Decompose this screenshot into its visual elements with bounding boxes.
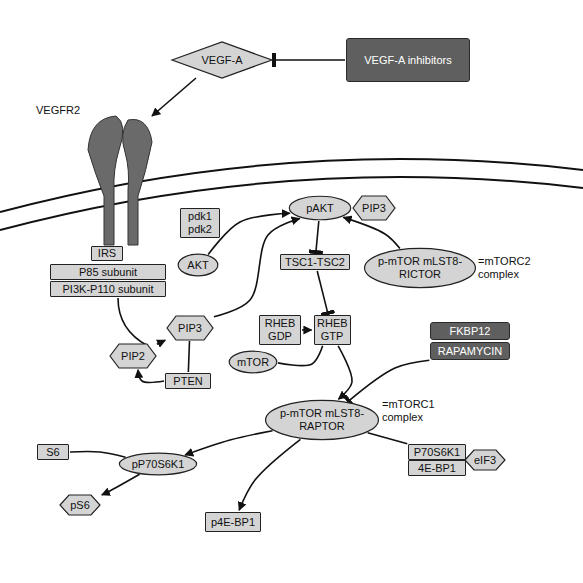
node-label: P70S6K1 xyxy=(414,446,460,459)
complex-ellipse: p-mTOR mLST8-RAPTOR xyxy=(265,400,379,440)
activation-connector xyxy=(368,433,408,444)
ellipse-outline xyxy=(119,453,196,475)
kinase-box: pdk1 pdk2 xyxy=(180,208,220,238)
inhibitor-box: VEGF-A inhibitors xyxy=(346,38,470,82)
node-label: PI3K-P110 subunit xyxy=(63,283,154,296)
activation-connector xyxy=(239,439,300,510)
node-label: pS6 xyxy=(70,499,90,512)
node-label: p-mTOR mLST8-RICTOR xyxy=(377,255,463,280)
activation-connector xyxy=(185,431,272,455)
activation-connector xyxy=(278,346,323,366)
drug-box: FKBP12 xyxy=(430,322,510,340)
gtpase-box: RHEB GDP xyxy=(259,315,301,345)
product-hexagon: pS6 xyxy=(60,495,100,515)
receptor-symbol xyxy=(88,116,123,245)
node-label: PTEN xyxy=(173,375,202,388)
phosphatase-box: PTEN xyxy=(165,373,211,389)
node-label: 4E-BP1 xyxy=(418,462,456,475)
node-label: VEGF-A inhibitors xyxy=(364,54,451,67)
hex-outline xyxy=(60,495,100,515)
node-label: S6 xyxy=(46,446,59,459)
node-label: pP70S6K1 xyxy=(132,458,185,471)
hex-outline xyxy=(110,344,156,368)
kinase-ellipse: mTOR xyxy=(229,351,277,373)
ellipse-outline xyxy=(365,248,476,287)
activation-connector xyxy=(343,217,400,248)
adaptor-box: IRS xyxy=(91,246,123,261)
lipid-hexagon: PIP2 xyxy=(110,344,156,368)
node-label: IRS xyxy=(98,247,116,260)
node-label: RHEB GTP xyxy=(317,317,347,342)
inhibition-connector xyxy=(316,221,319,252)
kinase-ellipse: pAKT xyxy=(289,196,351,220)
receptor-symbol xyxy=(123,119,152,245)
node-label: p-mTOR mLST8-RAPTOR xyxy=(278,407,366,432)
ellipse-outline xyxy=(289,196,350,220)
hex-outline xyxy=(353,196,395,220)
activation-connector xyxy=(70,452,126,458)
node-label: pdk1 pdk2 xyxy=(183,210,217,235)
activation-connector xyxy=(302,329,312,331)
lipid-hexagon: PIP3 xyxy=(353,196,395,220)
ligand-binding-arrow xyxy=(152,78,196,116)
activation-connector xyxy=(188,341,189,372)
ellipse-outline xyxy=(178,254,218,276)
lipid-hexagon: PIP3 xyxy=(167,316,213,340)
node-label: RHEB GDP xyxy=(262,317,298,342)
kinase-box: P70S6K1 xyxy=(408,444,466,460)
receptor-label: VEGFR2 xyxy=(36,104,96,117)
gtpase-box: RHEB GTP xyxy=(314,315,351,345)
ellipse-outline xyxy=(229,351,277,373)
subunit-box: PI3K-P110 subunit xyxy=(50,281,166,297)
kinase-action-line xyxy=(118,298,148,346)
drug-box: RAPAMYCIN xyxy=(430,342,510,360)
activation-connector xyxy=(102,474,140,495)
protein-box: S6 xyxy=(37,444,69,460)
hex-outline xyxy=(167,316,213,340)
node-label: PIP3 xyxy=(362,202,386,215)
complex-note: =mTORC2 complex xyxy=(478,255,548,280)
node-label: P85 subunit xyxy=(79,266,137,279)
inhibition-connector xyxy=(274,59,345,61)
node-label: mTOR xyxy=(237,356,269,369)
diamond-outline xyxy=(172,42,272,78)
activation-connector xyxy=(208,213,290,254)
node-label: AKT xyxy=(187,259,208,272)
node-label: PIP2 xyxy=(121,350,145,363)
activation-connector xyxy=(338,346,352,399)
complex-ellipse: p-mTOR mLST8-RICTOR xyxy=(364,248,476,288)
node-label: FKBP12 xyxy=(450,325,491,338)
subunit-box: P85 subunit xyxy=(50,264,166,280)
activation-connector xyxy=(157,340,165,344)
complex-note: =mTORC1 complex xyxy=(382,398,452,423)
ligand-diamond: VEGF-A xyxy=(172,42,272,78)
node-label: PIP3 xyxy=(178,322,202,335)
kinase-ellipse: AKT xyxy=(178,254,218,276)
node-label: VEGF-A xyxy=(202,54,243,67)
inhibition-connector xyxy=(349,360,430,401)
activation-connector xyxy=(138,370,164,382)
ellipse-outline xyxy=(266,400,379,439)
protein-box: 4E-BP1 xyxy=(408,460,466,476)
kinase-ellipse: pP70S6K1 xyxy=(119,453,197,475)
node-label: RAPAMYCIN xyxy=(438,345,503,358)
node-label: eIF3 xyxy=(474,454,496,467)
inhibition-connector xyxy=(317,271,328,313)
factor-hexagon: eIF3 xyxy=(465,450,505,470)
node-label: pAKT xyxy=(306,202,334,215)
node-label: p4E-BP1 xyxy=(211,516,255,529)
node-label: TSC1-TSC2 xyxy=(285,256,345,269)
product-box: p4E-BP1 xyxy=(205,512,261,532)
complex-box: TSC1-TSC2 xyxy=(280,254,350,270)
hex-outline xyxy=(465,450,505,470)
